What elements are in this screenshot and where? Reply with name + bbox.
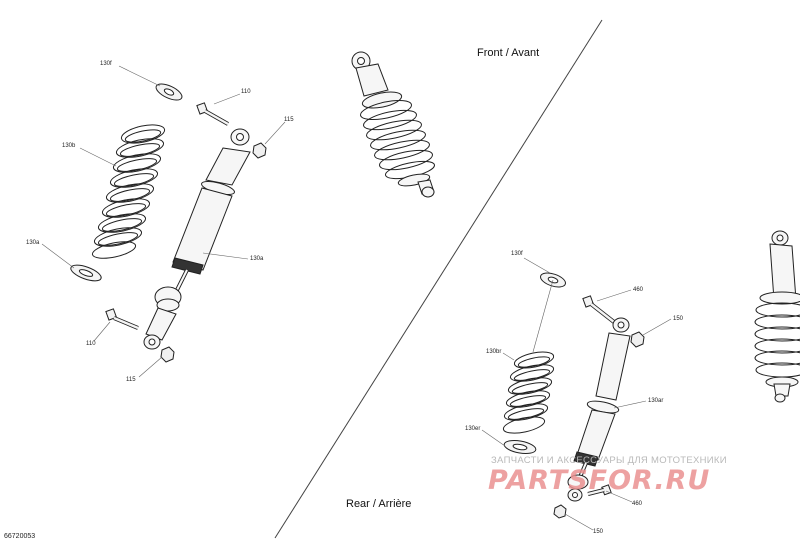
section-divider	[274, 19, 603, 539]
part-130a-shock-absorber	[143, 128, 251, 350]
label-115: 115	[284, 117, 294, 123]
part-130a-spring-seat	[70, 264, 102, 282]
part-130br-spring	[502, 351, 555, 434]
part-115-nut-upper	[252, 142, 267, 159]
label-115-lower: 115	[126, 377, 136, 383]
part-460-bolt-upper	[582, 295, 616, 324]
label-130ar: 130ar	[648, 398, 664, 404]
part-130b-spring	[91, 124, 166, 259]
label-110: 110	[241, 89, 251, 95]
rear-shock-assembly	[754, 230, 800, 403]
illustration-code: 66720053	[4, 533, 36, 540]
part-130er-spring-seat	[503, 439, 537, 455]
label-150: 150	[673, 316, 684, 322]
part-130ar-shock-absorber	[567, 317, 631, 502]
section-title-front: Front / Avant	[477, 47, 540, 59]
label-130f: 130f	[100, 61, 112, 67]
label-130f-rear: 130f	[511, 251, 523, 257]
part-150-nut-lower	[553, 504, 567, 519]
label-460: 460	[633, 287, 644, 293]
section-title-rear: Rear / Arrière	[346, 498, 412, 510]
label-130b: 130b	[62, 143, 76, 149]
part-110-bolt-upper	[196, 102, 229, 126]
leader-lines	[41, 65, 672, 531]
watermark-tagline: ЗАПЧАСТИ И АКСЕССУАРЫ ДЛЯ МОТОТЕХНИКИ	[491, 455, 727, 466]
part-115-nut-lower	[160, 346, 175, 363]
label-130br: 130br	[486, 349, 502, 355]
watermark-logo: PARTSFOR.RU	[488, 465, 711, 496]
part-150-nut-upper	[630, 331, 645, 348]
label-130er: 130er	[465, 426, 481, 432]
label-130a: 130a	[26, 240, 40, 246]
label-130a-shock: 130a	[250, 256, 264, 262]
part-130f-spring-seat	[155, 83, 183, 101]
label-110-lower: 110	[86, 341, 96, 347]
part-110-bolt-lower	[105, 308, 139, 330]
front-shock-assembly	[351, 51, 435, 198]
label-460-lower: 460	[632, 501, 643, 507]
label-150-lower: 150	[593, 529, 604, 535]
